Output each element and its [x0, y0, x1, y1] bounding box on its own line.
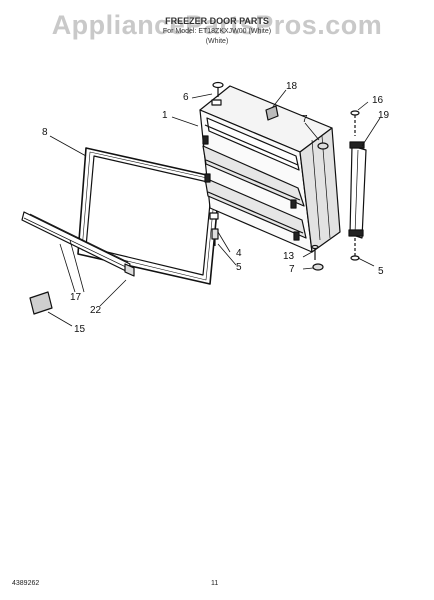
rail-end-cap-part [124, 263, 135, 277]
callout-7-lower: 7 [289, 264, 295, 275]
callout-19: 19 [378, 110, 390, 121]
color-note: (White) [205, 38, 229, 45]
freezer-door-liner-part [199, 85, 341, 253]
watermark: AppliancePartsPros.com [51, 10, 383, 40]
callout-7-upper: 7 [302, 114, 308, 125]
callout-1: 1 [162, 110, 168, 121]
callout-17: 17 [70, 292, 82, 303]
leader-lines [47, 89, 381, 327]
callout-22: 22 [90, 305, 102, 316]
callout-5-right: 5 [378, 266, 384, 277]
callout-15: 15 [74, 324, 86, 335]
door-gasket-part [77, 147, 221, 285]
screw-top-part [212, 81, 224, 97]
callout-16: 16 [372, 95, 384, 106]
plug-upper-part [317, 142, 329, 150]
diagram-subtitle: For Model: ET18ZKXJW00 (White) [162, 28, 272, 35]
callout-6: 6 [183, 92, 189, 103]
lower-screw-part [311, 244, 324, 271]
handle-bar-part [348, 141, 367, 239]
page-number: 11 [211, 580, 219, 587]
diagram-title: FREEZER DOOR PARTS [165, 16, 269, 26]
handle-screw-part [350, 110, 360, 261]
callout-13: 13 [283, 251, 295, 262]
callout-5-left: 5 [236, 262, 242, 273]
callout-4: 4 [236, 248, 242, 259]
cover-cap-part [29, 291, 53, 315]
hinge-bushing-part [209, 212, 219, 246]
callout-8: 8 [42, 127, 48, 138]
callout-18: 18 [286, 81, 298, 92]
document-number: 4389262 [12, 580, 40, 587]
